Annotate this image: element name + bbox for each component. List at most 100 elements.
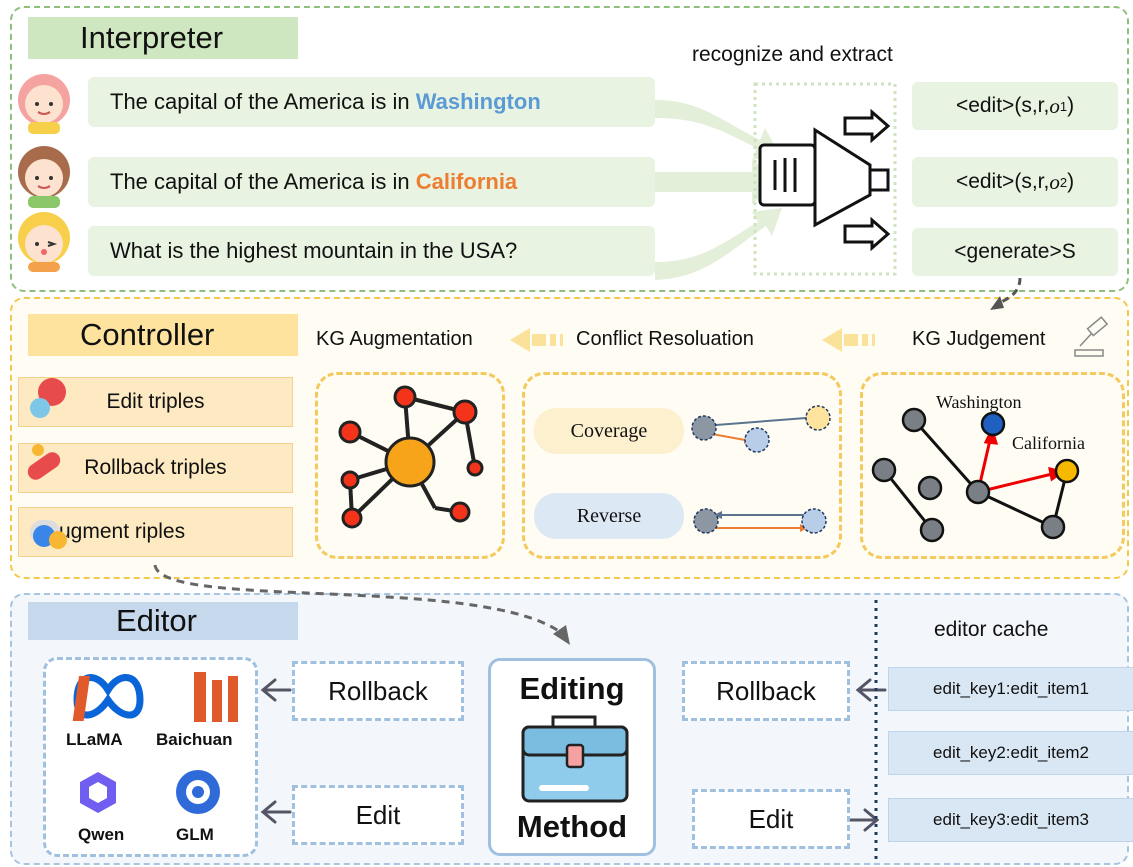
california-node bbox=[1054, 458, 1080, 484]
coverage-pill: Coverage bbox=[534, 408, 684, 454]
conflict-resolution-panel bbox=[522, 372, 842, 559]
command-1-sup: 1 bbox=[1059, 98, 1068, 114]
interpreter-title: Interpreter bbox=[28, 17, 298, 59]
aug-node-7 bbox=[341, 507, 363, 529]
augment-triples-label: Augment riples bbox=[45, 520, 186, 543]
command-2-prefix: <edit>(s,r, bbox=[955, 170, 1050, 193]
interpreter-title-text: Interpreter bbox=[80, 20, 224, 55]
kg-augmentation-panel bbox=[315, 372, 505, 559]
gavel-icon bbox=[1074, 316, 1109, 357]
aug-node-2 bbox=[452, 399, 478, 425]
rollback-triples-label: Rollback triples bbox=[84, 456, 227, 479]
edit-triples-label: Edit triples bbox=[106, 390, 205, 413]
pill-capsule-icon-1 bbox=[30, 378, 66, 418]
editor-title-text: Editor bbox=[116, 603, 197, 638]
aug-node-5 bbox=[466, 459, 484, 477]
judgement-label-california: California bbox=[1012, 433, 1085, 453]
stage-kg-judgement: KG Judgement bbox=[912, 328, 1046, 350]
editor-title: Editor bbox=[28, 602, 298, 640]
stage-arrow-left bbox=[510, 328, 563, 352]
editor-cache-title: editor cache bbox=[934, 618, 1049, 641]
rollback-triples-button[interactable]: Rollback triples bbox=[18, 443, 293, 493]
command-1-suffix: ) bbox=[1067, 94, 1075, 117]
command-2-sup: 2 bbox=[1059, 174, 1068, 190]
avatar-kid-icon bbox=[18, 212, 70, 272]
sentence-1-highlight: Washington bbox=[415, 89, 541, 114]
command-2-var: o bbox=[1049, 169, 1060, 194]
baichuan-label: Baichuan bbox=[156, 730, 233, 749]
cache-item-1[interactable]: edit_key1:edit_item1 bbox=[888, 667, 1133, 711]
cache-item-3[interactable]: edit_key3:edit_item3 bbox=[888, 798, 1133, 842]
augment-triples-button[interactable]: Augment riples bbox=[18, 507, 293, 557]
flow-arrow-2 bbox=[655, 160, 780, 204]
aug-node-6 bbox=[449, 501, 471, 523]
right-rollback-button[interactable]: Rollback bbox=[682, 661, 850, 721]
left-rollback-button[interactable]: Rollback bbox=[292, 661, 464, 721]
aug-node-1 bbox=[393, 385, 417, 409]
sentence-2-prefix: The capital of the America is in bbox=[110, 169, 416, 194]
pill-capsule-icon-2 bbox=[27, 444, 61, 480]
stage-arrow-right bbox=[822, 328, 875, 352]
reverse-pill: Reverse bbox=[534, 493, 684, 539]
cache-item-3-text: edit_key3:edit_item3 bbox=[933, 810, 1089, 829]
right-rollback-label: Rollback bbox=[716, 675, 816, 706]
baichuan-icon bbox=[72, 672, 238, 722]
stage-conflict-resolution: Conflict Resoluation bbox=[576, 328, 754, 350]
left-edit-button[interactable]: Edit bbox=[292, 785, 464, 845]
command-1-var: o bbox=[1049, 93, 1060, 118]
flow-arrow-1 bbox=[655, 100, 780, 160]
sentence-3-prefix: What is the highest mountain in the USA? bbox=[110, 238, 518, 263]
command-3-prefix: <generate>S bbox=[954, 240, 1076, 263]
sentence-1: The capital of the America is in Washing… bbox=[88, 77, 655, 127]
converter-frame bbox=[753, 82, 897, 276]
llama-label: LLaMA bbox=[66, 730, 123, 749]
command-3: <generate>S bbox=[912, 228, 1118, 276]
pill-capsule-icon-3 bbox=[30, 520, 67, 549]
avatar-girl-icon bbox=[18, 74, 70, 134]
sentence-1-prefix: The capital of the America is in bbox=[110, 89, 416, 114]
qwen-label: Qwen bbox=[78, 825, 125, 844]
reverse-label: Reverse bbox=[576, 504, 642, 527]
avatar-boy-icon bbox=[18, 146, 70, 208]
sentence-2-highlight: California bbox=[415, 169, 518, 194]
cache-item-1-text: edit_key1:edit_item1 bbox=[933, 679, 1089, 698]
llama-icon bbox=[73, 674, 144, 719]
left-edit-label: Edit bbox=[355, 799, 401, 830]
controller-title-text: Controller bbox=[80, 317, 215, 352]
judgement-label-washington: Washington bbox=[936, 392, 1022, 412]
stage-kg-augmentation: KG Augmentation bbox=[316, 328, 473, 350]
editing-method-top: Editing bbox=[519, 671, 625, 706]
coverage-label: Coverage bbox=[570, 419, 648, 442]
command-1-prefix: <edit>(s,r, bbox=[955, 94, 1050, 117]
glm-icon bbox=[176, 770, 220, 814]
command-2-suffix: ) bbox=[1067, 170, 1075, 193]
kg-judgement-panel bbox=[860, 372, 1125, 559]
augment-to-method-arrow bbox=[153, 564, 561, 634]
aug-node-4 bbox=[340, 470, 360, 490]
sentence-2: The capital of the America is in Califor… bbox=[88, 157, 655, 207]
cache-item-2-text: edit_key2:edit_item2 bbox=[933, 743, 1089, 762]
sentence-3: What is the highest mountain in the USA? bbox=[88, 226, 655, 276]
editor-arrows bbox=[260, 678, 887, 832]
aug-node-3 bbox=[338, 420, 362, 444]
flow-arrow-3 bbox=[655, 208, 782, 280]
toolbox-icon bbox=[521, 715, 629, 803]
converter-icon bbox=[758, 108, 891, 252]
aug-center-node bbox=[384, 436, 436, 488]
cache-item-2[interactable]: edit_key2:edit_item2 bbox=[888, 731, 1133, 775]
left-rollback-label: Rollback bbox=[328, 675, 428, 706]
editing-method-bottom: Method bbox=[516, 809, 628, 844]
right-edit-button[interactable]: Edit bbox=[692, 789, 850, 849]
glm-label: GLM bbox=[176, 825, 214, 844]
editing-method-box[interactable]: Editing Method bbox=[488, 658, 656, 856]
washington-node bbox=[980, 411, 1006, 437]
